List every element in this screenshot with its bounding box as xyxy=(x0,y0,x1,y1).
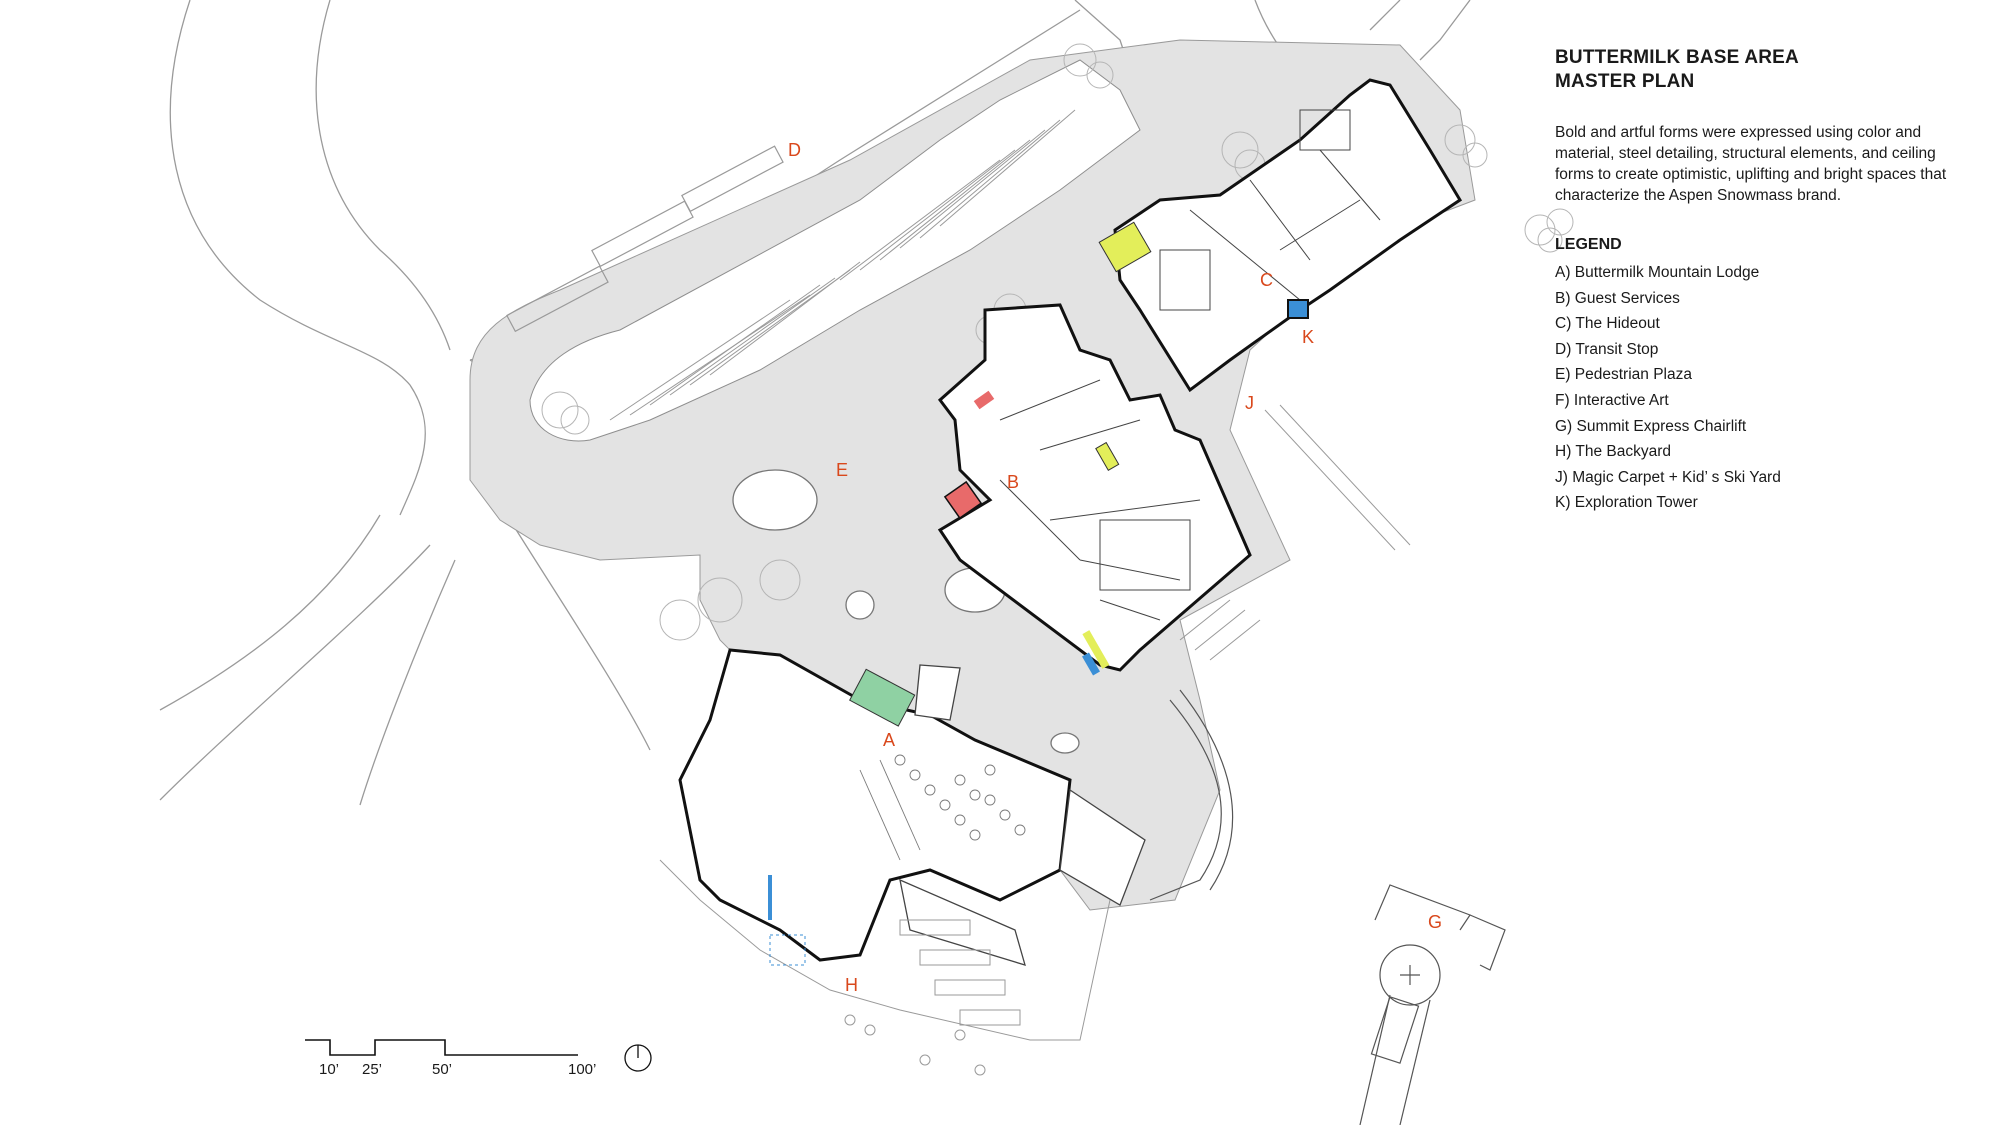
exploration-tower-block xyxy=(1287,299,1309,319)
zone-label-b: B xyxy=(1007,472,1020,492)
legend-item: B) Guest Services xyxy=(1555,289,1680,307)
north-arrow xyxy=(624,1044,652,1072)
guest-services-yellow-accent xyxy=(1095,441,1120,471)
parking-stripes xyxy=(609,109,1076,421)
magic-carpet-lanes xyxy=(1179,404,1411,661)
legend-item: H) The Backyard xyxy=(1555,443,1672,461)
scale-bar xyxy=(305,1039,578,1056)
interactive-art-strip xyxy=(1082,630,1110,669)
title-line-1: BUTTERMILK BASE AREA xyxy=(1555,47,1799,68)
legend-item: A) Buttermilk Mountain Lodge xyxy=(1555,264,1760,281)
summit-chairlift xyxy=(1359,884,1506,1125)
backyard-blue-outline xyxy=(769,934,806,966)
lodge-annex xyxy=(899,664,1146,966)
interactive-art-strip-blue xyxy=(1082,652,1100,676)
legend-item: G) Summit Express Chairlift xyxy=(1555,417,1747,435)
legend-item: E) Pedestrian Plaza xyxy=(1555,366,1692,384)
transit-shelters xyxy=(506,145,784,333)
legend-item: C) The Hideout xyxy=(1555,315,1660,333)
legend-item: F) Interactive Art xyxy=(1555,391,1669,409)
scale-label-50: 50’ xyxy=(432,1061,453,1078)
scale-label-100: 100’ xyxy=(568,1061,597,1078)
terrace-arc xyxy=(1149,689,1234,901)
legend-list: A) Buttermilk Mountain Lodge B) Guest Se… xyxy=(1555,260,1975,516)
zone-label-g: G xyxy=(1428,912,1443,932)
hideout-yellow-block xyxy=(1098,221,1152,273)
zone-label-h: H xyxy=(845,975,858,995)
guest-services-interior xyxy=(999,379,1201,621)
legend-item: D) Transit Stop xyxy=(1555,340,1659,358)
info-panel: BUTTERMILK BASE AREA MASTER PLAN Bold an… xyxy=(1555,46,1975,516)
legend-item: J) Magic Carpet + Kid’ s Ski Yard xyxy=(1555,468,1781,486)
backyard-area xyxy=(659,859,1111,1076)
zone-label-a: A xyxy=(883,730,896,750)
zone-label-d: D xyxy=(788,140,801,160)
scale-label-25: 25’ xyxy=(362,1061,383,1078)
hideout-interior xyxy=(1159,109,1381,311)
zone-label-c: C xyxy=(1260,270,1273,290)
description-text: Bold and artful forms were expressed usi… xyxy=(1555,124,1947,204)
scale-label-10: 10’ xyxy=(319,1061,340,1078)
zone-label-k: K xyxy=(1302,327,1315,347)
lodge-seating xyxy=(859,754,1026,861)
plaza-planters xyxy=(732,469,1080,754)
zone-label-j: J xyxy=(1245,393,1254,413)
page-title: BUTTERMILK BASE AREA MASTER PLAN xyxy=(1555,46,1975,94)
title-line-2: MASTER PLAN xyxy=(1555,71,1695,92)
lodge-green-stair xyxy=(849,668,916,727)
guest-services-red-block xyxy=(943,480,983,520)
zone-label-e: E xyxy=(836,460,849,480)
building-hideout xyxy=(1113,78,1463,393)
legend-item: K) Exploration Tower xyxy=(1555,494,1698,512)
legend-heading: LEGEND xyxy=(1555,236,1622,253)
transit-parking-area xyxy=(529,59,1141,442)
guest-services-red-accent xyxy=(973,390,995,410)
